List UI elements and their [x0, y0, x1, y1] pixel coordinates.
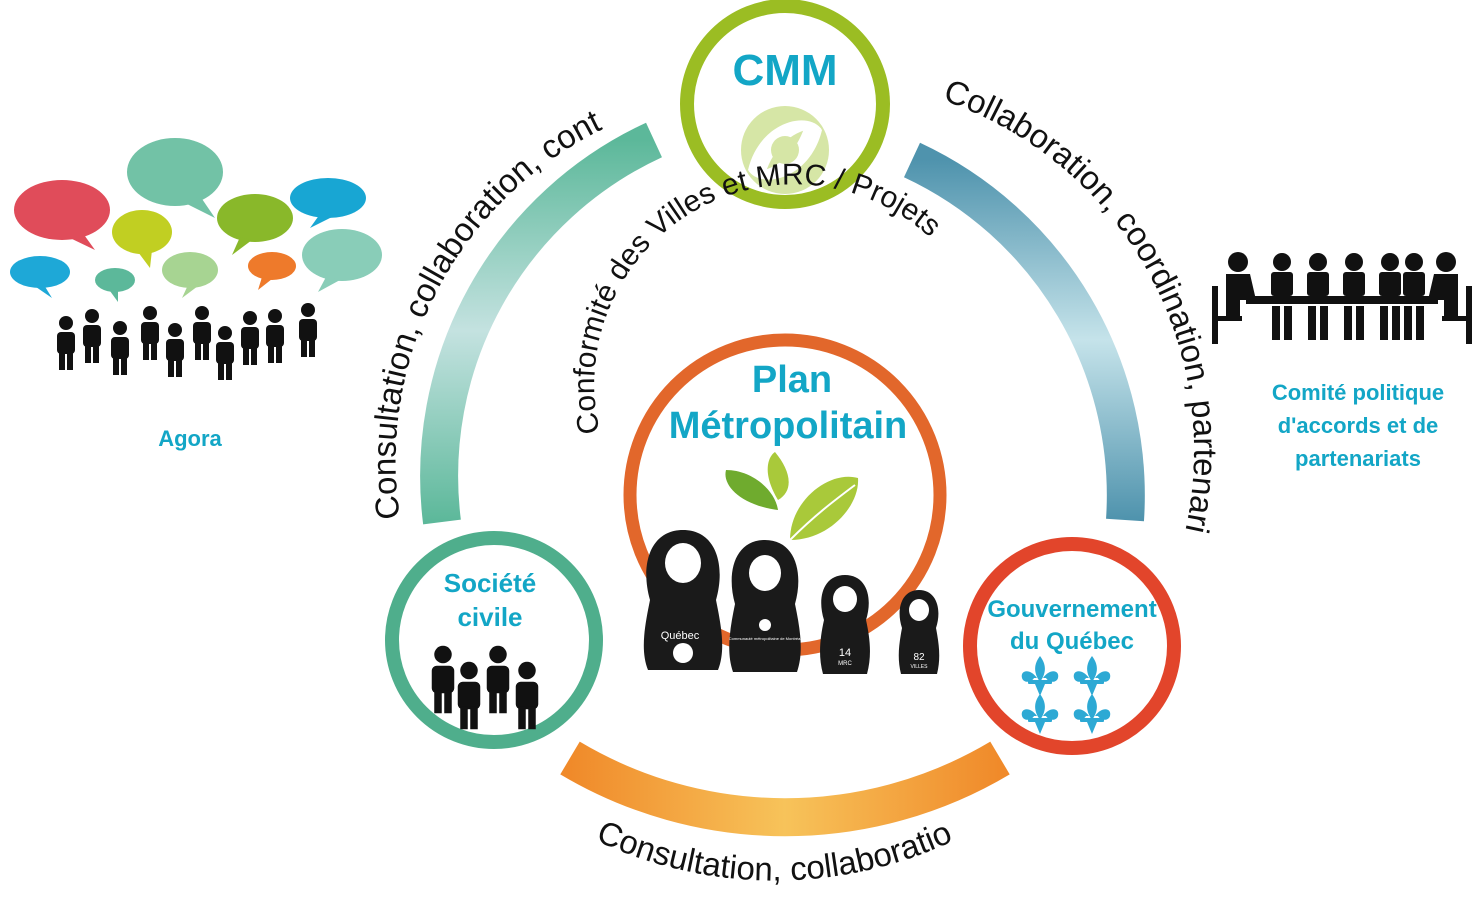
societe-title-line1: Société [444, 568, 537, 598]
speech-bubble-icon [10, 138, 382, 302]
comite-group: Comité politique d'accords et de partena… [1212, 252, 1472, 471]
doll-villes-unit: VILLES [911, 664, 929, 670]
matryoshka-doll-icon: Québec Communauté métropolitaine de Mont… [643, 530, 940, 674]
arc-bottom-relation [560, 741, 1010, 837]
comite-label-line1: Comité politique [1272, 380, 1444, 405]
gouvernement-title-line2: du Québec [1010, 628, 1134, 655]
doll-mrc: 14 MRC [820, 575, 870, 674]
doll-mrc-unit: MRC [838, 661, 852, 667]
doll-quebec: Québec [643, 530, 723, 670]
societe-title-line2: civile [457, 602, 522, 632]
doll-quebec-label: Québec [661, 630, 700, 642]
cmm-title: CMM [732, 46, 837, 95]
people-crowd-icon [57, 303, 317, 380]
leaf-icon [725, 452, 859, 541]
plan-metropolitain: Conformité des Villes et MRC / Projets P… [568, 158, 947, 674]
doll-villes: 82 VILLES [898, 590, 940, 674]
societe-civile-hub: Société civile [385, 531, 603, 749]
agora-label: Agora [158, 426, 222, 451]
doll-mrc-num: 14 [839, 647, 851, 659]
meeting-table-icon [1212, 252, 1472, 344]
cmm-logo-icon [741, 106, 829, 194]
doll-villes-num: 82 [913, 652, 925, 663]
doll-cmm-label: Communauté métropolitaine de Montréal [729, 636, 802, 641]
plan-title-line1: Plan [752, 359, 832, 401]
cmm-hub: CMM [680, 0, 890, 209]
agora-group: Agora [10, 138, 382, 451]
arc-left-relation [420, 122, 662, 525]
gouvernement-title-line1: Gouvernement [987, 596, 1156, 623]
doll-cmm: Communauté métropolitaine de Montréal [729, 540, 802, 672]
plan-title-line2: Métropolitain [669, 405, 908, 447]
comite-label-line2: d'accords et de [1278, 413, 1439, 438]
comite-label-line3: partenariats [1295, 446, 1421, 471]
gouvernement-hub: Gouvernement du Québec [963, 537, 1181, 755]
arc-right-relation [903, 142, 1145, 522]
